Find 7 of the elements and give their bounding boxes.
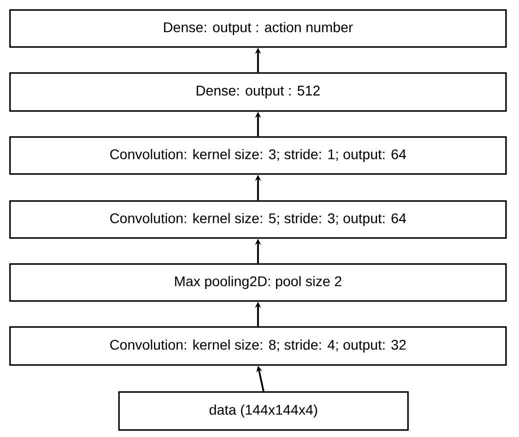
- layer-box: Dense: output : 512: [9, 72, 507, 112]
- layer-box: data (144x144x4): [118, 391, 409, 431]
- layer-box: Convolution: kernel size: 8; stride: 4; output: 32: [9, 326, 507, 366]
- layer-box: Convolution: kernel size: 5; stride: 3; output: 64: [9, 200, 507, 239]
- layer-box: Convolution: kernel size: 3; stride: 1; output: 64: [9, 136, 507, 175]
- layer-box: Dense: output : action number: [9, 9, 507, 48]
- layer-box: Max pooling2D: pool size 2: [9, 263, 507, 302]
